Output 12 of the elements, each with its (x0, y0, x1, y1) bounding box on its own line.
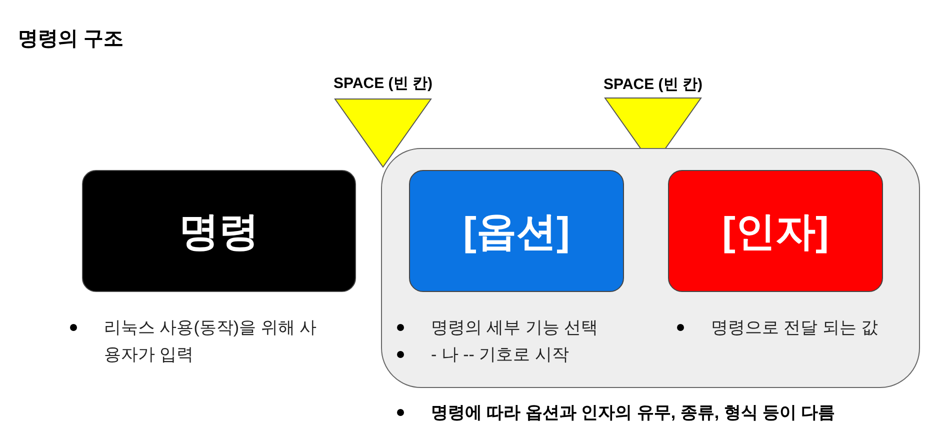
bullet-text: - 나 -- 기호로 시작 (431, 344, 569, 366)
note-text: 명령에 따라 옵션과 인자의 유무, 종류, 형식 등이 다름 (431, 402, 836, 424)
bullet-text: 명령의 세부 기능 선택 (431, 317, 598, 339)
term-box: [인자] (668, 170, 883, 292)
group-panel (381, 148, 920, 388)
triangle-label: SPACE (빈 칸) (332, 74, 434, 93)
bullet-text: 명령으로 전달 되는 값 (711, 317, 878, 339)
term-box: 명령 (82, 170, 356, 292)
triangle-label: SPACE (빈 칸) (602, 75, 704, 94)
title: 명령의 구조 (18, 27, 124, 52)
term-box: [옵션] (409, 170, 624, 292)
bullet-text: 리눅스 사용(동작)을 위해 사용자가 입력 (104, 317, 318, 366)
